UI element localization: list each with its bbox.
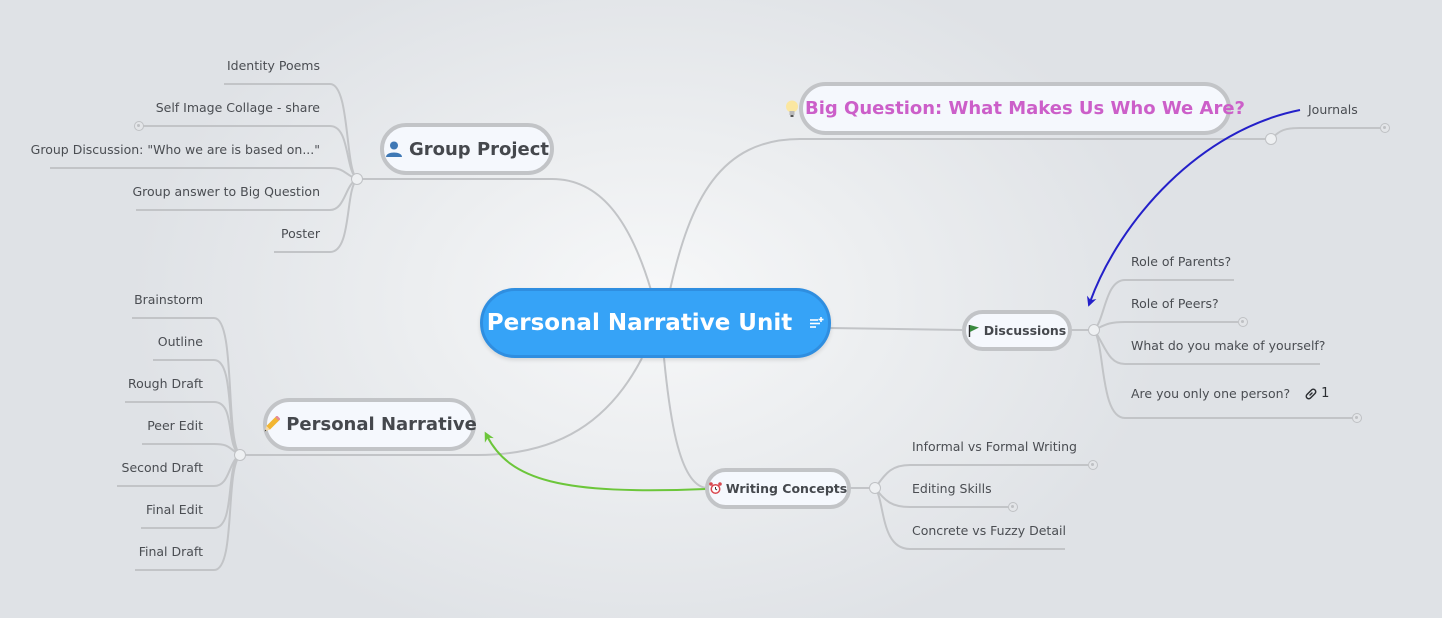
topic-writing-concepts[interactable]: Writing Concepts: [705, 468, 851, 509]
flag-icon: [968, 324, 980, 337]
central-topic-title: Personal Narrative Unit: [486, 310, 793, 336]
subtopic[interactable]: Role of Parents?: [1131, 254, 1232, 269]
subtopic[interactable]: Journals: [1308, 102, 1358, 117]
expand-toggle[interactable]: [1008, 502, 1018, 512]
collapse-toggle[interactable]: [1088, 324, 1100, 336]
collapse-toggle[interactable]: [1265, 133, 1277, 145]
central-topic[interactable]: Personal Narrative Unit: [480, 288, 831, 358]
subtopic[interactable]: Role of Peers?: [1131, 296, 1219, 311]
expand-toggle[interactable]: [1238, 317, 1248, 327]
expand-toggle[interactable]: [1088, 460, 1098, 470]
link-count: 1: [1321, 386, 1330, 401]
subtopic[interactable]: Outline: [157, 334, 203, 349]
collapse-toggle[interactable]: [351, 173, 363, 185]
subtopic[interactable]: Editing Skills: [912, 481, 992, 496]
subtopic[interactable]: Group answer to Big Question: [132, 184, 320, 199]
alarm-clock-icon: [709, 482, 722, 495]
subtopic[interactable]: Concrete vs Fuzzy Detail: [912, 523, 1066, 538]
lightbulb-icon: [785, 100, 799, 118]
collapse-toggle[interactable]: [869, 482, 881, 494]
subtopic[interactable]: Final Edit: [146, 502, 203, 517]
link-icon: [1304, 387, 1318, 401]
subtopic[interactable]: Group Discussion: "Who we are is based o…: [30, 142, 320, 157]
subtopic[interactable]: Are you only one person? 1: [1131, 386, 1329, 401]
subtopic[interactable]: Rough Draft: [127, 376, 203, 391]
collapse-toggle[interactable]: [234, 449, 246, 461]
topic-title: Writing Concepts: [725, 481, 848, 496]
topic-big-question[interactable]: Big Question: What Makes Us Who We Are?: [786, 82, 1245, 135]
subtopic[interactable]: Peer Edit: [147, 418, 203, 433]
subtopic[interactable]: Informal vs Formal Writing: [912, 439, 1077, 454]
expand-toggle[interactable]: [134, 121, 144, 131]
topic-discussions[interactable]: Discussions: [962, 310, 1072, 351]
topic-title: Discussions: [983, 323, 1067, 338]
person-icon: [385, 140, 403, 158]
subtopic[interactable]: Poster: [281, 226, 320, 241]
subtopic[interactable]: Final Draft: [138, 544, 203, 559]
subtopic[interactable]: What do you make of yourself?: [1131, 338, 1326, 353]
topic-personal-narrative[interactable]: Personal Narrative: [262, 398, 477, 451]
expand-toggle[interactable]: [1352, 413, 1362, 423]
expand-toggle[interactable]: [1380, 123, 1390, 133]
subtopic-title: Are you only one person?: [1131, 386, 1291, 401]
topic-title: Personal Narrative: [286, 414, 477, 435]
subtopic[interactable]: Brainstorm: [134, 292, 203, 307]
link-badge[interactable]: 1: [1304, 386, 1329, 401]
subtopic[interactable]: Self Image Collage - share: [155, 100, 320, 115]
topic-title: Group Project: [408, 138, 550, 160]
subtopic[interactable]: Second Draft: [121, 460, 203, 475]
topic-group-project[interactable]: Group Project: [380, 123, 554, 175]
notes-icon[interactable]: [810, 317, 824, 329]
pencil-icon: [262, 415, 281, 434]
topic-title: Big Question: What Makes Us Who We Are?: [805, 98, 1245, 119]
subtopic[interactable]: Identity Poems: [227, 58, 320, 73]
